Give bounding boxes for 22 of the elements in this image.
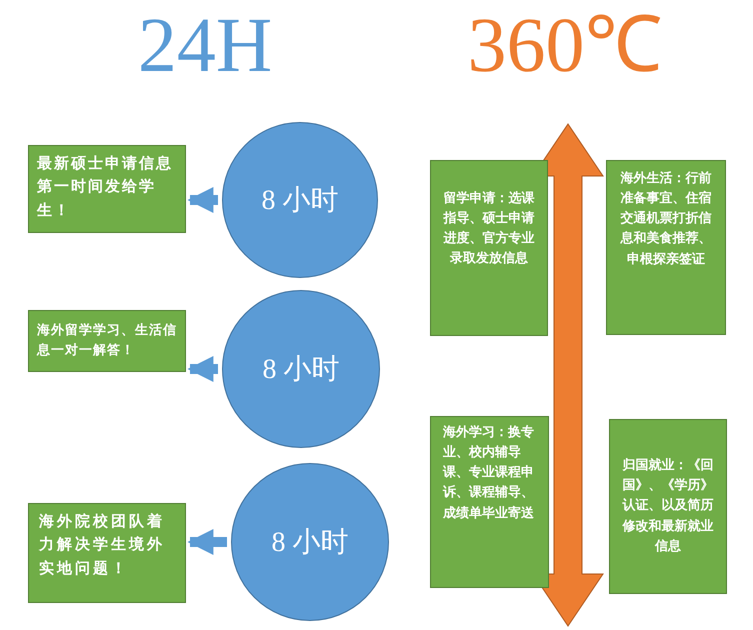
arrow bbox=[187, 356, 218, 382]
node-text: 8 小时 bbox=[262, 184, 338, 218]
text-box bbox=[430, 160, 548, 336]
node-text: 海外学习：换专业、校内辅导课、专业课程申诉、课程辅导、成绩单毕业寄送 bbox=[443, 424, 535, 523]
text-box bbox=[28, 503, 186, 603]
arrow bbox=[187, 529, 227, 555]
node-text: 归国就业：《回国》、《学历》认证、以及简历修改和最新就业信息 bbox=[622, 457, 714, 556]
node-text: 留学申请：选课指导、硕士申请进度、官方专业录取发放信息 bbox=[443, 190, 535, 268]
node-text: 8 小时 bbox=[272, 526, 348, 560]
node-text: 最新硕士申请信息第一时间发给学生！ bbox=[37, 153, 174, 220]
arrow bbox=[187, 187, 218, 213]
heading: 360℃ bbox=[466, 0, 664, 90]
node-text: 海外留学学习、生活信息一对一解答！ bbox=[37, 322, 177, 360]
heading: 24H bbox=[136, 0, 274, 90]
text-box bbox=[609, 419, 727, 594]
text-box bbox=[430, 416, 549, 588]
node-text: 海外生活：行前准备事宜、住宿交通机票打折信息和美食推荐、申根探亲签证 bbox=[620, 170, 712, 269]
node-text: 海外院校团队着力解决学生境外实地问题！ bbox=[39, 511, 166, 578]
text-box bbox=[606, 160, 726, 335]
text-box bbox=[28, 145, 186, 233]
text-box bbox=[28, 310, 186, 372]
node-text: 8 小时 bbox=[262, 353, 340, 387]
